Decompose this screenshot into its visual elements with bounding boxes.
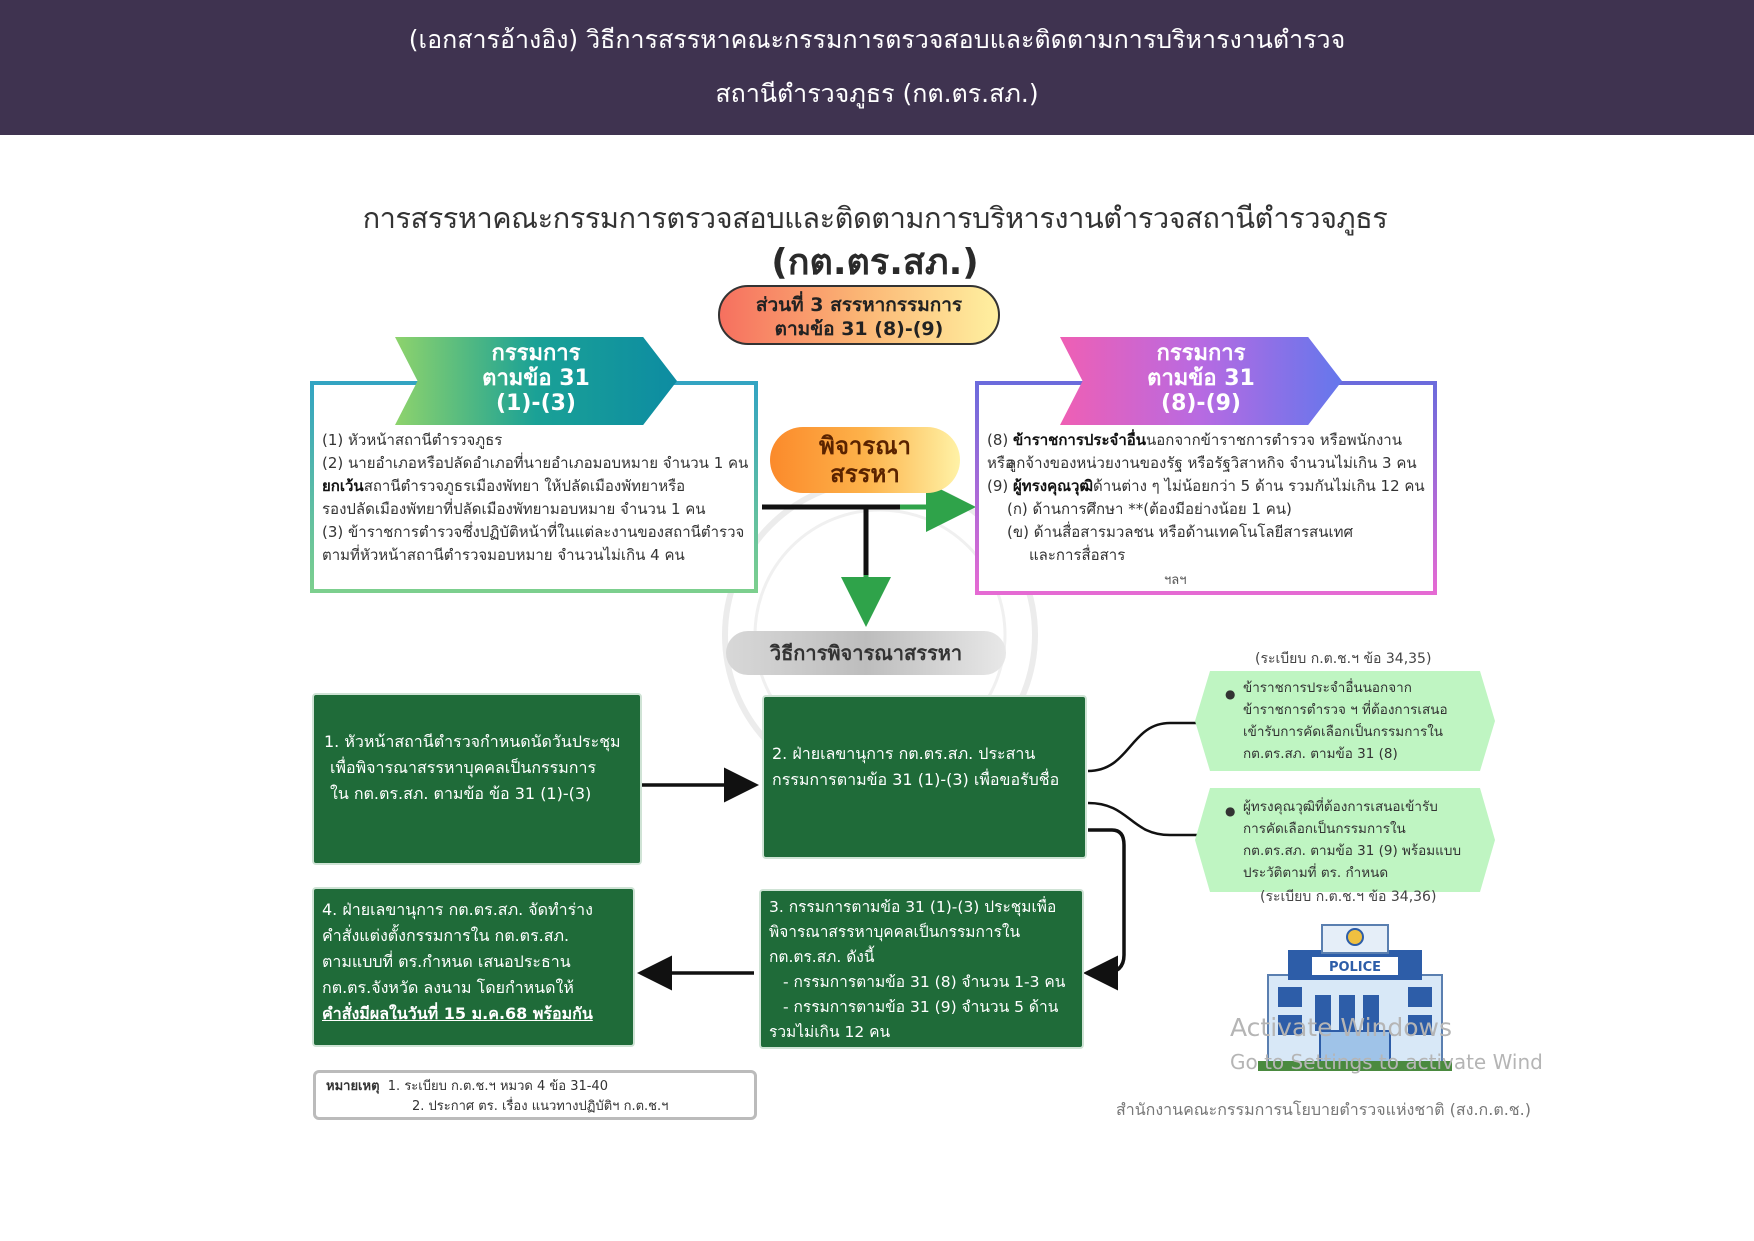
- right-item-8b: ลูกจ้างของหน่วยงานของรัฐ หรือรัฐวิสาหกิจ…: [1007, 454, 1417, 472]
- hex-expert: ● ผู้ทรงคุณวุฒิที่ต้องการเสนอเข้ารับ การ…: [1195, 788, 1495, 892]
- step3-l5: - กรรมการตามข้อ 31 (9) จำนวน 5 ด้าน: [783, 998, 1059, 1016]
- right-item-9-bold: ผู้ทรงคุณวุฒิ: [1013, 477, 1093, 495]
- remarks-box: หมายเหตุ 1. ระเบียบ ก.ต.ช.ฯ หมวด 4 ข้อ 3…: [313, 1070, 757, 1120]
- right-item-8-bold: ข้าราชการประจำอื่น: [1013, 431, 1147, 449]
- right-item-9-text: ด้านต่าง ๆ ไม่น้อยกว่า 5 ด้าน รวมกันไม่เ…: [1093, 477, 1425, 495]
- left-banner-l3: (1)-(3): [496, 391, 576, 416]
- left-item-3b: ตามที่หัวหน้าสถานีตำรวจมอบหมาย จำนวนไม่เ…: [322, 546, 685, 564]
- right-banner-l2: ตามข้อ 31: [1147, 366, 1255, 391]
- activation-watermark-sub: Go to Settings to activate Wind: [1230, 1050, 1543, 1074]
- method-badge: วิธีการพิจารณาสรรหา: [726, 631, 1006, 675]
- right-committee-banner: กรรมการ ตามข้อ 31 (8)-(9): [1060, 337, 1342, 425]
- office-credit: สำนักงานคณะกรรมการนโยบายตำรวจแห่งชาติ (ส…: [1115, 1100, 1531, 1119]
- step4-l2: คำสั่งแต่งตั้งกรรมการใน กต.ตร.สภ.: [322, 926, 570, 945]
- diagram-subtitle: (กต.ตร.สภ.): [771, 242, 979, 283]
- header-title-line2: สถานีตำรวจภูธร (กต.ตร.สภ.): [715, 79, 1039, 108]
- step1-box: 1. หัวหน้าสถานีตำรวจกำหนดนัดวันประชุม เพ…: [312, 693, 642, 865]
- hex2-l3: กต.ตร.สภ. ตามข้อ 31 (9) พร้อมแบบ: [1243, 843, 1462, 859]
- connector-lines: POLICE: [637, 477, 1452, 1071]
- left-committee-banner: กรรมการ ตามข้อ 31 (1)-(3): [395, 337, 677, 425]
- step1-l3: ใน กต.ตร.สภ. ตามข้อ ข้อ 31 (1)-(3): [330, 784, 592, 803]
- right-item-b: (ข) ด้านสื่อสารมวลชน หรือด้านเทคโนโลยีสา…: [1007, 523, 1353, 541]
- step3-box: 3. กรรมการตามข้อ 31 (1)-(3) ประชุมเพื่อ …: [759, 889, 1084, 1049]
- consider-badge: พิจารณา สรรหา: [770, 427, 960, 493]
- remarks-line1: หมายเหตุ 1. ระเบียบ ก.ต.ช.ฯ หมวด 4 ข้อ 3…: [326, 1077, 744, 1097]
- step3-l4: - กรรมการตามข้อ 31 (8) จำนวน 1-3 คน: [783, 973, 1066, 991]
- hex1-l2: ข้าราชการตำรวจ ฯ ที่ต้องการเสนอ: [1243, 702, 1448, 718]
- step3-l3: กต.ตร.สภ. ดังนี้: [769, 948, 875, 966]
- step4-l1: 4. ฝ่ายเลขานุการ กต.ตร.สภ. จัดทำร่าง: [322, 900, 593, 919]
- hex1-l4: กต.ตร.สภ. ตามข้อ 31 (8): [1243, 746, 1398, 762]
- consider-l2: สรรหา: [830, 460, 900, 488]
- regulation-ref-bottom: (ระเบียบ ก.ต.ช.ฯ ข้อ 34,36): [1260, 889, 1437, 905]
- regulation-ref-top: (ระเบียบ ก.ต.ช.ฯ ข้อ 34,35): [1255, 651, 1432, 667]
- part3-line1: ส่วนที่ 3 สรรหากรรมการ: [755, 294, 963, 316]
- connector-step2-step3: [1083, 828, 1126, 991]
- activation-watermark: Activate Windows: [1230, 1013, 1452, 1042]
- hex2-l4: ประวัติตามที่ ตร. กำหนด: [1243, 865, 1389, 881]
- step3-l1: 3. กรรมการตามข้อ 31 (1)-(3) ประชุมเพื่อ: [769, 898, 1057, 916]
- hex1-l1: ข้าราชการประจำอื่นนอกจาก: [1243, 680, 1412, 696]
- step3-l2: พิจารณาสรรหาบุคคลเป็นกรรมการใน: [769, 923, 1021, 941]
- left-item-1: (1) หัวหน้าสถานีตำรวจภูธร: [322, 431, 503, 449]
- step4-l4: กต.ตร.จังหวัด ลงนาม โดยกำหนดให้: [322, 978, 574, 997]
- right-banner-l1: กรรมการ: [1156, 341, 1246, 366]
- police-sign-label: POLICE: [1329, 960, 1381, 975]
- consider-l1: พิจารณา: [819, 432, 911, 460]
- step1-l2: เพื่อพิจารณาสรรหาบุคคลเป็นกรรมการ: [330, 758, 597, 777]
- right-item-etc: ฯลฯ: [1164, 573, 1187, 588]
- hex2-l1: ผู้ทรงคุณวุฒิที่ต้องการเสนอเข้ารับ: [1243, 799, 1438, 815]
- step2-l1: 2. ฝ่ายเลขานุการ กต.ตร.สภ. ประสาน: [772, 744, 1036, 763]
- connector-step2-hex2: [1087, 801, 1210, 837]
- part3-badge: ส่วนที่ 3 สรรหากรรมการ ตามข้อ 31 (8)-(9): [718, 285, 1000, 345]
- left-item-2c: รองปลัดเมืองพัทยาที่ปลัดเมืองพัทยามอบหมา…: [322, 500, 706, 518]
- diagram-title: การสรรหาคณะกรรมการตรวจสอบและติดตามการบริ…: [362, 201, 1388, 235]
- step3-l6: รวมไม่เกิน 12 คน: [769, 1023, 891, 1041]
- left-item-2b-text: สถานีตำรวจภูธรเมืองพัทยา ให้ปลัดเมืองพัท…: [363, 477, 686, 495]
- header-bar: (เอกสารอ้างอิง) วิธีการสรรหาคณะกรรมการตร…: [0, 0, 1754, 135]
- right-item-9-prefix: (9): [987, 477, 1014, 495]
- step2-box: 2. ฝ่ายเลขานุการ กต.ตร.สภ. ประสาน กรรมกา…: [762, 695, 1087, 859]
- step2-l2: กรรมการตามข้อ 31 (1)-(3) เพื่อขอรับชื่อ: [772, 770, 1060, 789]
- diagram-canvas: POLICE การสรรหาคณะกรรมการตรวจสอบและติดตา…: [0, 135, 1754, 1241]
- bullet-icon: ●: [1225, 687, 1236, 701]
- left-item-2-except: ยกเว้น: [322, 477, 364, 495]
- step4-box: 4. ฝ่ายเลขานุการ กต.ตร.สภ. จัดทำร่าง คำส…: [312, 887, 635, 1047]
- right-item-9: (9) ผู้ทรงคุณวุฒิด้านต่าง ๆ ไม่น้อยกว่า …: [987, 475, 1425, 498]
- hex-civil-servant: ● ข้าราชการประจำอื่นนอกจาก ข้าราชการตำรว…: [1195, 671, 1495, 771]
- header-title-line1: (เอกสารอ้างอิง) วิธีการสรรหาคณะกรรมการตร…: [408, 25, 1346, 54]
- right-item-8-prefix: (8): [987, 431, 1014, 449]
- step4-l5: คำสั่งมีผลในวันที่ 15 ม.ค.68 พร้อมกัน: [322, 1004, 593, 1023]
- right-banner-l3: (8)-(9): [1161, 391, 1241, 416]
- hex2-l2: การคัดเลือกเป็นกรรมการใน: [1243, 821, 1406, 837]
- left-banner-l1: กรรมการ: [491, 341, 581, 366]
- part3-line2: ตามข้อ 31 (8)-(9): [774, 318, 944, 340]
- right-item-a: (ก) ด้านการศึกษา **(ต้องมีอย่างน้อย 1 คน…: [1007, 500, 1292, 518]
- bullet-icon: ●: [1225, 804, 1236, 818]
- step4-l3: ตามแบบที่ ตร.กำหนด เสนอประธาน: [322, 952, 571, 971]
- right-item-8-text: นอกจากข้าราชการตำรวจ หรือพนักงาน หรือ: [987, 431, 1402, 472]
- hex1-l3: เข้ารับการคัดเลือกเป็นกรรมการใน: [1243, 724, 1444, 740]
- right-item-b2: และการสื่อสาร: [1029, 546, 1126, 564]
- police-station-icon: [1258, 924, 1452, 1071]
- left-item-2: (2) นายอำเภอหรือปลัดอำเภอที่นายอำเภอมอบห…: [322, 454, 749, 472]
- connector-step2-hex1: [1087, 721, 1210, 773]
- step1-l1: 1. หัวหน้าสถานีตำรวจกำหนดนัดวันประชุม: [324, 732, 621, 751]
- left-item-2b: ยกเว้นสถานีตำรวจภูธรเมืองพัทยา ให้ปลัดเม…: [322, 475, 685, 498]
- remarks-n2: 2. ประกาศ ตร. เรื่อง แนวทางปฏิบัติฯ ก.ต.…: [412, 1099, 669, 1114]
- remarks-label: หมายเหตุ: [326, 1079, 380, 1094]
- left-banner-l2: ตามข้อ 31: [482, 366, 590, 391]
- remarks-n1: 1. ระเบียบ ก.ต.ช.ฯ หมวด 4 ข้อ 31-40: [387, 1079, 608, 1094]
- left-item-3: (3) ข้าราชการตำรวจซึ่งปฏิบัติหน้าที่ในแต…: [322, 523, 745, 541]
- right-item-8: (8) ข้าราชการประจำอื่นนอกจากข้าราชการตำร…: [987, 429, 1433, 475]
